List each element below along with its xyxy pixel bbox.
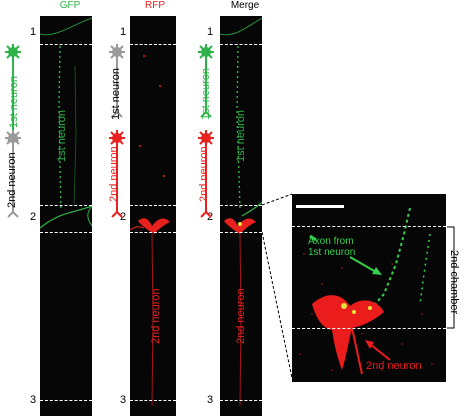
header-rfp: RFP bbox=[145, 0, 165, 11]
merge-divider-2b bbox=[220, 232, 262, 233]
gfp-fluorescence bbox=[40, 17, 92, 229]
merge-divider-1 bbox=[220, 44, 262, 45]
zoom-inset-panel: Axon from 1st neuron 2nd neuron bbox=[292, 194, 446, 382]
axon-annotation-line-2: 1st neuron bbox=[308, 247, 356, 258]
second-chamber-bracket bbox=[447, 226, 455, 329]
segment-number-1-rfp: 1 bbox=[120, 26, 127, 38]
rfp-neuron-schematic bbox=[109, 44, 125, 218]
gfp-first-neuron-label: 1st neuron bbox=[8, 76, 20, 128]
segment-number-1-gfp: 1 bbox=[30, 26, 37, 38]
segment-number-2-rfp: 2 bbox=[120, 211, 127, 223]
segment-number-3-merge: 3 bbox=[207, 394, 214, 406]
merge-neuron-schematic bbox=[198, 44, 214, 218]
rfp-first-neuron-icon bbox=[109, 44, 125, 118]
header-merge: Merge bbox=[230, 0, 260, 11]
segment-number-3-rfp: 3 bbox=[120, 394, 127, 406]
merge-fluorescence bbox=[220, 17, 262, 407]
gfp-neuron-schematic bbox=[5, 44, 21, 218]
merge-inpanel-second-neuron: 2nd neuron bbox=[235, 288, 247, 344]
rfp-divider-3 bbox=[130, 400, 176, 401]
gfp-divider-3 bbox=[40, 400, 92, 401]
merge-divider-3 bbox=[220, 400, 262, 401]
red-arrow-icon bbox=[365, 340, 391, 361]
rfp-divider-2b bbox=[130, 232, 176, 233]
rfp-second-neuron-label: 2nd neuron bbox=[108, 146, 120, 202]
rfp-divider-1 bbox=[130, 44, 176, 45]
scale-bar bbox=[296, 205, 344, 208]
axon-annotation: Axon from 1st neuron bbox=[308, 236, 388, 258]
zoom-fluorescence bbox=[299, 207, 433, 375]
merge-first-neuron-icon bbox=[198, 44, 214, 118]
header-gfp: GFP bbox=[59, 0, 81, 11]
merge-second-neuron-label: 2nd neuron bbox=[198, 146, 210, 202]
axon-annotation-line-1: Axon from bbox=[308, 236, 354, 247]
gfp-panel: 1st neuron bbox=[40, 16, 92, 416]
merge-divider-2a bbox=[220, 205, 262, 206]
rfp-second-neuron-icon bbox=[109, 130, 125, 218]
gfp-inpanel-first-neuron: 1st neuron bbox=[56, 110, 68, 162]
segment-number-3-gfp: 3 bbox=[30, 394, 37, 406]
zoom-divider-bottom bbox=[292, 328, 446, 329]
rfp-fluorescence bbox=[130, 55, 170, 407]
gfp-second-neuron-icon bbox=[5, 130, 21, 218]
merge-second-neuron-icon bbox=[198, 130, 214, 218]
segment-number-2-gfp: 2 bbox=[30, 211, 37, 223]
zoom-connector-lines bbox=[262, 193, 293, 379]
gfp-divider-2b bbox=[40, 232, 92, 233]
green-arrow-icon bbox=[349, 256, 382, 275]
segment-number-1-merge: 1 bbox=[207, 26, 214, 38]
rfp-first-neuron-label: 1st neuron bbox=[110, 68, 122, 120]
rfp-divider-2a bbox=[130, 205, 176, 206]
merge-panel: 1st neuron 2nd neuron bbox=[220, 16, 262, 416]
gfp-second-neuron-label: 2nd neuron bbox=[6, 152, 18, 208]
gfp-divider-2a bbox=[40, 205, 92, 206]
merge-inpanel-first-neuron: 1st neuron bbox=[235, 110, 247, 162]
second-chamber-label: 2nd chamber bbox=[448, 250, 460, 315]
merge-first-neuron-label: 1st neuron bbox=[200, 68, 212, 120]
annotation-arrows bbox=[349, 256, 391, 361]
second-neuron-annotation: 2nd neuron bbox=[366, 360, 422, 372]
zoom-divider-top bbox=[292, 226, 446, 227]
rfp-inpanel-second-neuron: 2nd neuron bbox=[150, 288, 162, 344]
gfp-divider-1 bbox=[40, 44, 92, 45]
rfp-panel: 2nd neuron bbox=[130, 16, 176, 416]
